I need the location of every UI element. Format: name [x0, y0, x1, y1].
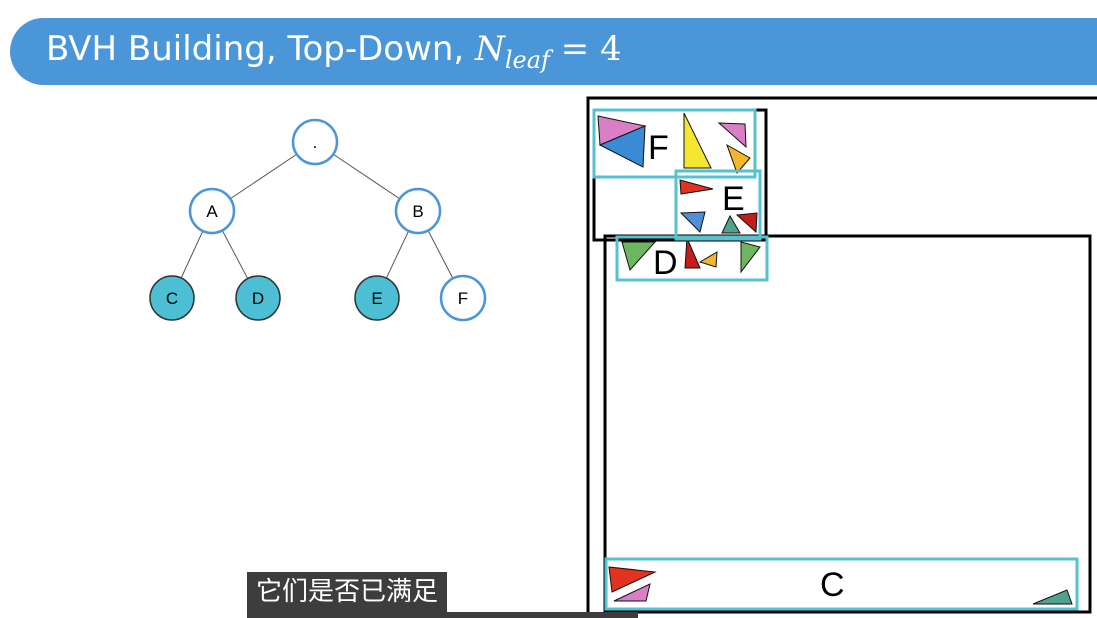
math-rest: = 4: [549, 29, 622, 69]
root-bounding-box: [586, 96, 1097, 618]
title-bar: BVH Building, Top-Down, Nleaf = 4: [10, 18, 1097, 85]
slide-title: BVH Building, Top-Down, Nleaf = 4: [46, 29, 622, 74]
node-label: .: [313, 133, 318, 152]
tree-node-b[interactable]: B: [394, 187, 442, 235]
node-label: F: [458, 289, 468, 308]
node-label: C: [166, 289, 178, 308]
node-label: A: [206, 202, 218, 221]
box-label-e: E: [722, 180, 745, 218]
box-d: [615, 235, 769, 282]
box-label-f: F: [648, 129, 669, 167]
tree-node-e[interactable]: E: [354, 275, 400, 321]
leaf-boxes: [592, 108, 1079, 611]
subtitle-bar: [247, 612, 638, 618]
title-text: BVH Building, Top-Down,: [46, 29, 476, 69]
video-subtitle: 它们是否已满足: [247, 572, 448, 612]
title-math: Nleaf = 4: [475, 29, 622, 74]
box-c: [604, 557, 1079, 611]
tree-node-c[interactable]: C: [149, 275, 195, 321]
tree-node-f[interactable]: F: [439, 274, 487, 322]
tree-node-a[interactable]: A: [188, 187, 236, 235]
box-label-c: C: [820, 566, 845, 604]
math-var: N: [475, 29, 505, 69]
node-label: B: [412, 202, 423, 221]
node-label: E: [371, 289, 382, 308]
math-sub: leaf: [504, 45, 550, 74]
box-e: [674, 169, 762, 241]
tree-nodes: . A B C D E F: [149, 118, 487, 322]
tree-node-d[interactable]: D: [235, 275, 281, 321]
triangles: [597, 112, 1073, 605]
node-label: D: [252, 289, 264, 308]
box-b: [603, 234, 1092, 614]
box-label-d: D: [653, 244, 678, 282]
tree-node-root[interactable]: .: [291, 118, 339, 166]
